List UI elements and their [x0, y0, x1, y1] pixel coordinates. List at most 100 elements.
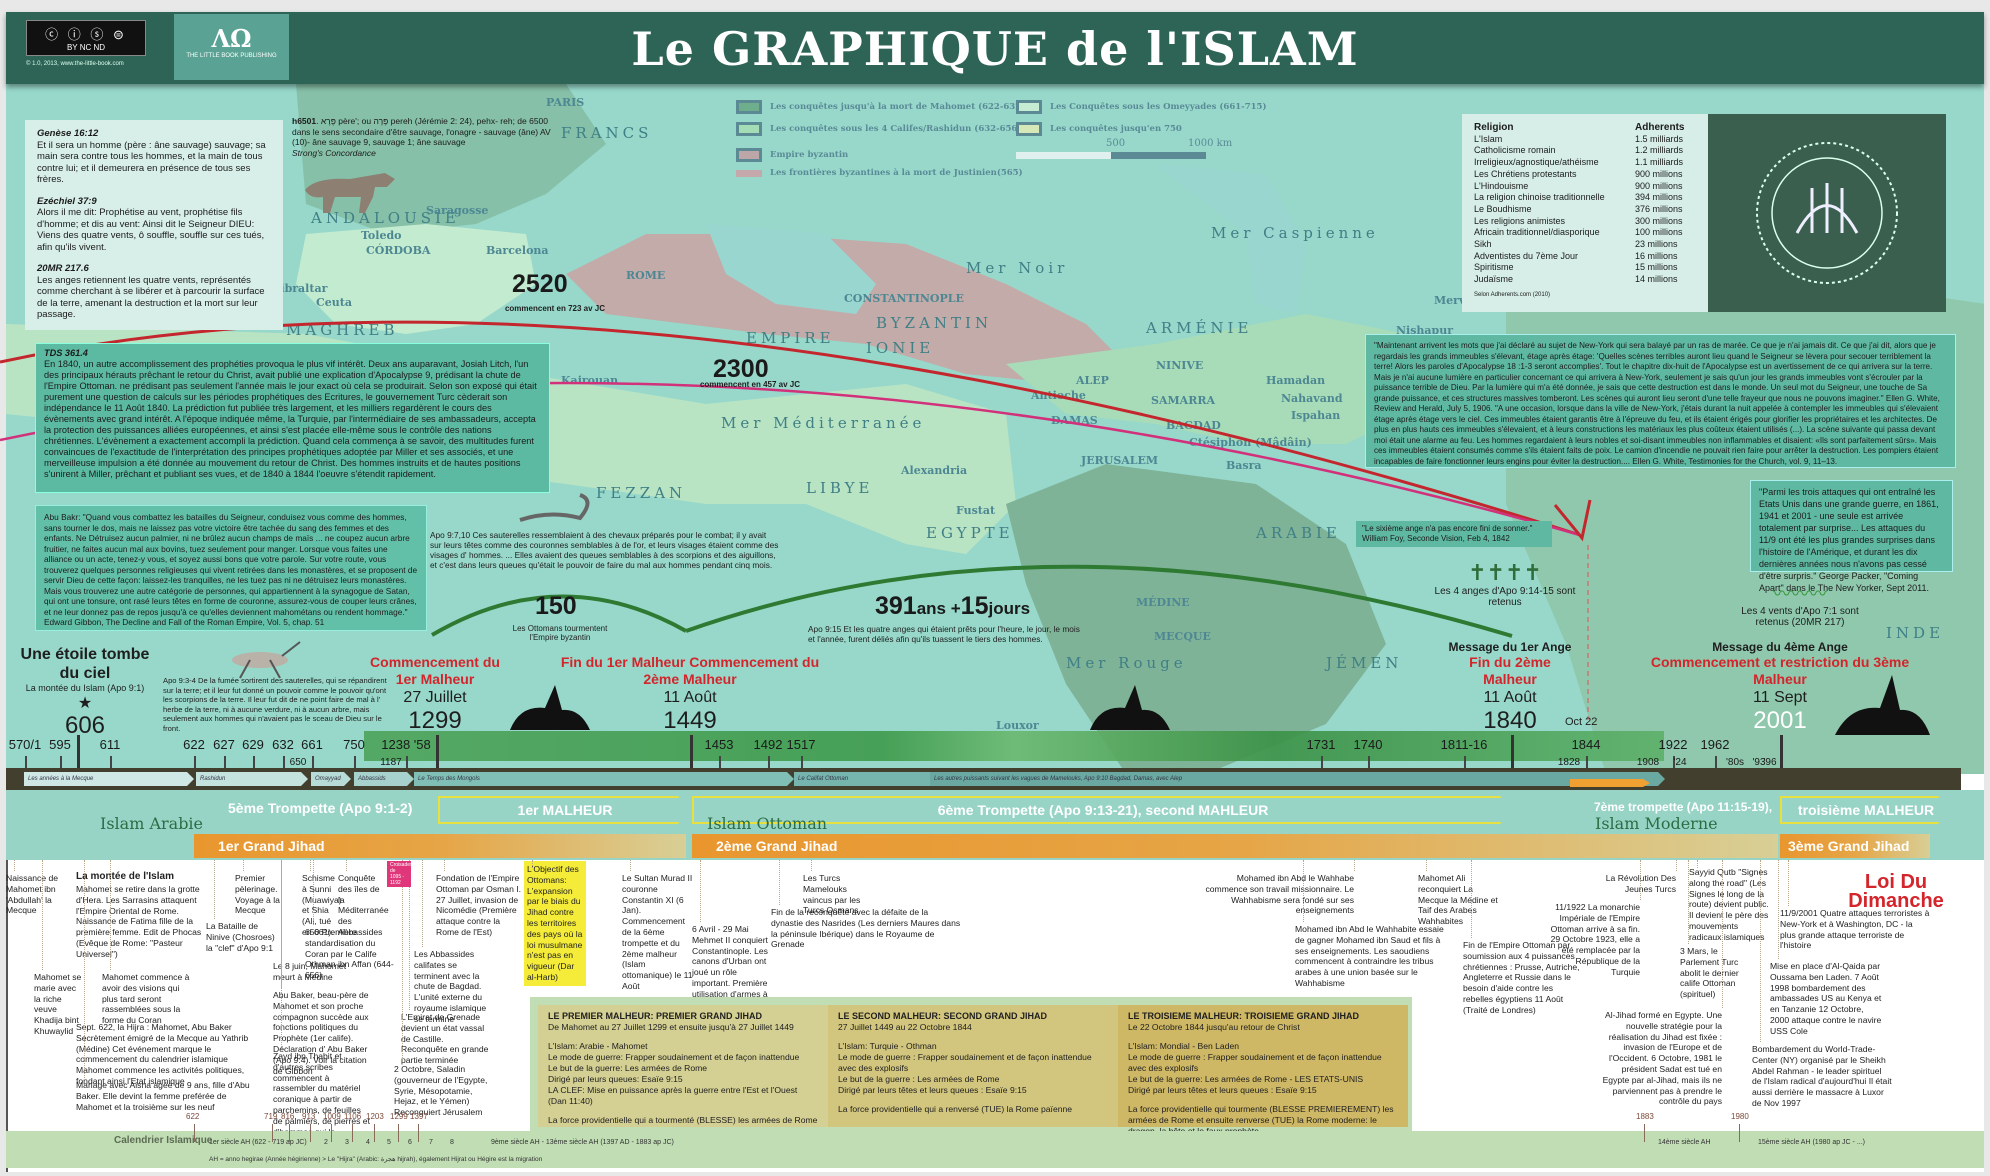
trumpet-6-chevron[interactable]: 6ème Trompette (Apo 9:13-21), second MAH…	[692, 796, 1512, 824]
map-label: Louxor	[996, 719, 1039, 732]
timeline-tick	[25, 756, 27, 774]
arc-391	[685, 564, 1513, 638]
woe-line: Dirigé par leurs têtes et leurs queues :…	[838, 1085, 1027, 1095]
religion-name: L'Islam	[1474, 133, 1503, 144]
angels-caption: ✝✝✝✝Les 4 anges d'Apo 9:14-15 sont reten…	[1430, 560, 1580, 608]
note-connector	[1760, 860, 1761, 1042]
event-note: Fondation de l'Empire Ottoman par Osman …	[436, 873, 522, 937]
note-connector	[1688, 860, 1689, 944]
timeline-tick	[1715, 756, 1717, 774]
period-391: 391ans +15jours	[875, 592, 1031, 620]
calendar-title: Calendrier Islamique	[114, 1135, 213, 1146]
verse-apo9-7: Apo 9:7,10 Ces sauterelles ressemblaient…	[430, 530, 779, 570]
calendar-tick	[272, 1124, 273, 1142]
timeline-year: 632	[272, 737, 294, 752]
map-label: Nishapur	[1396, 324, 1454, 337]
legend-item: Les Conquêtes sous les Omeyyades (661-71…	[1016, 100, 1266, 114]
trumpet-5: 5ème Trompette (Apo 9:1-2)	[228, 800, 413, 816]
legend-item: Les frontières byzantines à la mort de J…	[736, 168, 1023, 178]
malheur-3-chevron[interactable]: troisième MALHEUR	[1780, 796, 1950, 824]
verse-apo9-3: Apo 9:3-4 De la fumée sortirent des saut…	[163, 676, 387, 733]
note-connector	[346, 860, 347, 871]
woe-line: Le mode de guerre : Frapper soudainement…	[1128, 1052, 1382, 1073]
woe-line: L'Islam: Arabie - Mahomet	[548, 1041, 648, 1051]
event-note: Fin de la reconquête avec la défaite de …	[771, 907, 961, 950]
map-label: Nahavand	[1281, 392, 1343, 405]
event-note: Mahomet se marie avec la riche veuve Kha…	[34, 972, 82, 1036]
map-label: Basra	[1226, 459, 1262, 472]
religion-name: Les religions animistes	[1474, 215, 1566, 226]
event-note: Mahomet Ali reconquiert La Mecque la Méd…	[1418, 873, 1498, 927]
note-connector	[779, 860, 780, 905]
map-label: FEZZAN	[596, 484, 687, 502]
calendar-tick	[352, 1124, 353, 1142]
jihad-1: 1er Grand Jihad	[194, 834, 686, 858]
event-1449: Fin du 1er Malheur Commencement du 2ème …	[560, 654, 820, 734]
calendar-tick	[1644, 1124, 1645, 1142]
map-label: FRANCS	[561, 124, 653, 142]
calendar-century: 2	[324, 1139, 328, 1146]
map-label: ROME	[626, 269, 666, 282]
period-2520: 2520	[512, 270, 568, 298]
arc-150	[430, 594, 687, 637]
event-note: Le 8 juin, Mahomet meurt à Médine	[273, 961, 347, 982]
era-segment: Omayyad	[311, 772, 351, 786]
religion-name: Judaïsme	[1474, 274, 1514, 285]
land-persia	[1006, 314, 1426, 444]
religion-adherents: 100 millions	[1635, 227, 1683, 238]
calendar-century: 7	[429, 1139, 433, 1146]
calendar-tick	[1739, 1124, 1740, 1142]
islam-moderne: Islam Moderne	[1595, 814, 1718, 833]
calendar-year: 1106	[344, 1112, 362, 1121]
religion-adherents: 394 millions	[1635, 192, 1683, 203]
calendar-year: 1883	[1636, 1112, 1654, 1121]
malheur-1-chevron[interactable]: 1er MALHEUR	[438, 796, 690, 824]
jihad-2: 2ème Grand Jihad	[692, 834, 1778, 858]
event-note: Bombardement du World-Trade-Center (NY) …	[1752, 1044, 1892, 1108]
woe-line: Le mode de guerre : Frapper soudainement…	[838, 1052, 1092, 1073]
event-note: Fin de l'Empire Ottoman par soumission a…	[1463, 940, 1580, 1015]
timeline-tick	[110, 756, 112, 774]
trumpet-7: 7ème trompette (Apo 11:15-19),	[1594, 800, 1773, 814]
timeline-year-small: '93	[1752, 757, 1766, 768]
map-legend: Les conquêtes jusqu'à la mort de Mahomet…	[736, 100, 1296, 180]
map-label: Fustat	[956, 504, 996, 517]
woe-footer: La force providentielle qui a renversé (…	[838, 1104, 1073, 1114]
event-note: Sayyid Qutb "Signes along the road" (Les…	[1689, 867, 1769, 942]
event-note: Abu Baker, beau-père de Mahomet et son p…	[273, 990, 369, 1076]
map-label: ANDALOUSIE	[311, 209, 460, 227]
timeline-year: 1517	[786, 737, 816, 752]
map-label: CÓRDOBA	[366, 244, 431, 257]
note-connector	[1722, 860, 1723, 1008]
woe-line: Le mode de guerre: Frapper soudainement …	[548, 1052, 800, 1062]
cc-license-badge[interactable]: ⓒ ⓘ ⓢ ⊜BY NC ND	[26, 20, 146, 56]
era-segment: Le Temps des Mongols	[414, 772, 794, 786]
event-note: 3 Mars, le Parlement Turc abolit le dern…	[1680, 946, 1739, 1000]
timeline-year: 622	[183, 737, 205, 752]
era-segment: Rashidun	[196, 772, 308, 786]
event-note: La Révolution Des Jeunes Turcs	[1605, 873, 1676, 894]
legend-label: Les frontières byzantines à la mort de J…	[770, 168, 1023, 178]
calendar-year: 1397	[410, 1112, 428, 1121]
legend-label: Les conquêtes jusqu'en 750	[1050, 124, 1182, 134]
map-label: Alexandria	[901, 464, 968, 477]
timeline-year-small: 650	[289, 757, 307, 768]
timeline-tick	[406, 756, 408, 774]
map-label: INDE	[1886, 624, 1945, 642]
religion-adherents: 376 millions	[1635, 203, 1683, 214]
timeline-year: 1844	[1571, 737, 1601, 752]
note-connector	[1471, 860, 1472, 938]
caspian-sea	[1156, 164, 1306, 314]
jihad-3: 3ème Grand Jihad	[1780, 834, 1930, 858]
map-label: EGYPTE	[926, 524, 1014, 542]
